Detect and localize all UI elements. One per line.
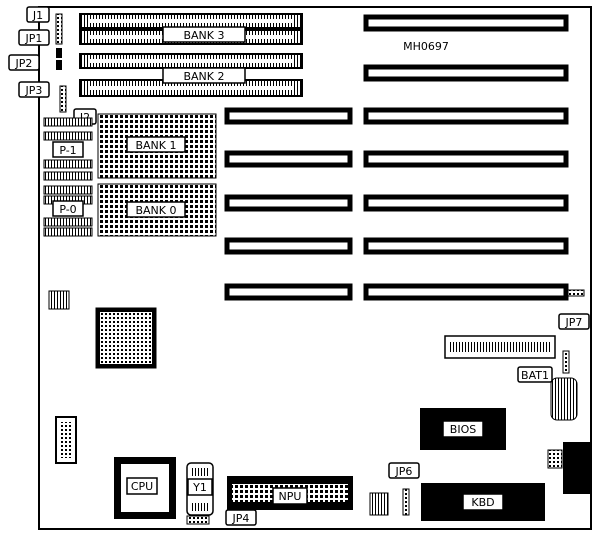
bank2-label-box bbox=[162, 67, 246, 84]
kbd-chip: KBD bbox=[421, 483, 545, 521]
p1-label-box bbox=[52, 141, 84, 158]
svg-text:JP4: JP4 bbox=[232, 512, 250, 525]
oscillator bbox=[48, 290, 70, 310]
kbd-label: KBD bbox=[471, 496, 494, 509]
diagram-code: MH0697 bbox=[403, 40, 449, 53]
capacitor bbox=[369, 492, 389, 516]
expansion-slots bbox=[224, 14, 569, 301]
bios-chip: BIOS bbox=[420, 408, 506, 450]
jumper-jp7 bbox=[567, 289, 585, 297]
bank3-label: BANK 3 bbox=[183, 29, 224, 42]
bank0-label-box bbox=[126, 201, 186, 218]
p0-label-box bbox=[52, 200, 84, 217]
battery bbox=[550, 377, 578, 421]
jumper-bat1 bbox=[562, 350, 570, 374]
svg-text:J1: J1 bbox=[32, 9, 43, 22]
cpu-label: CPU bbox=[131, 480, 153, 493]
jumper-jp4 bbox=[186, 515, 210, 525]
crystal-y1: Y1 bbox=[186, 462, 214, 516]
bank1-label-box bbox=[126, 136, 186, 153]
y1-label: Y1 bbox=[192, 481, 207, 494]
npu-socket: NPU bbox=[227, 476, 353, 510]
p0-label: P-0 bbox=[59, 203, 76, 216]
left-jumpers bbox=[55, 13, 67, 113]
svg-text:JP3: JP3 bbox=[25, 84, 43, 97]
bank3-label-box bbox=[162, 26, 246, 43]
npu-label: NPU bbox=[279, 490, 302, 503]
dram-bank-0 bbox=[43, 183, 217, 237]
p1-label: P-1 bbox=[59, 144, 76, 157]
cpu-socket: CPU bbox=[114, 457, 176, 519]
bank1-label: BANK 1 bbox=[135, 139, 176, 152]
svg-text:JP2: JP2 bbox=[15, 57, 33, 70]
label-jp6: JP6 bbox=[388, 462, 420, 479]
label-jp7: JP7 bbox=[558, 313, 590, 330]
bios-label: BIOS bbox=[450, 423, 476, 436]
jumper-jp6 bbox=[402, 488, 410, 516]
svg-text:JP7: JP7 bbox=[565, 316, 583, 329]
label-jp4: JP4 bbox=[225, 509, 257, 526]
keyboard-connector bbox=[547, 442, 591, 494]
bank0-label: BANK 0 bbox=[135, 204, 176, 217]
dip-header bbox=[444, 335, 556, 359]
svg-text:BAT1: BAT1 bbox=[521, 369, 549, 382]
label-bat1: BAT1 bbox=[517, 366, 553, 383]
bank2-label: BANK 2 bbox=[183, 70, 224, 83]
label-jp2: JP2 bbox=[8, 54, 40, 71]
label-j1: J1 bbox=[26, 6, 50, 23]
svg-text:JP1: JP1 bbox=[25, 32, 43, 45]
label-jp1: JP1 bbox=[18, 29, 50, 46]
label-jp3: JP3 bbox=[18, 81, 50, 98]
svg-text:JP6: JP6 bbox=[395, 465, 413, 478]
